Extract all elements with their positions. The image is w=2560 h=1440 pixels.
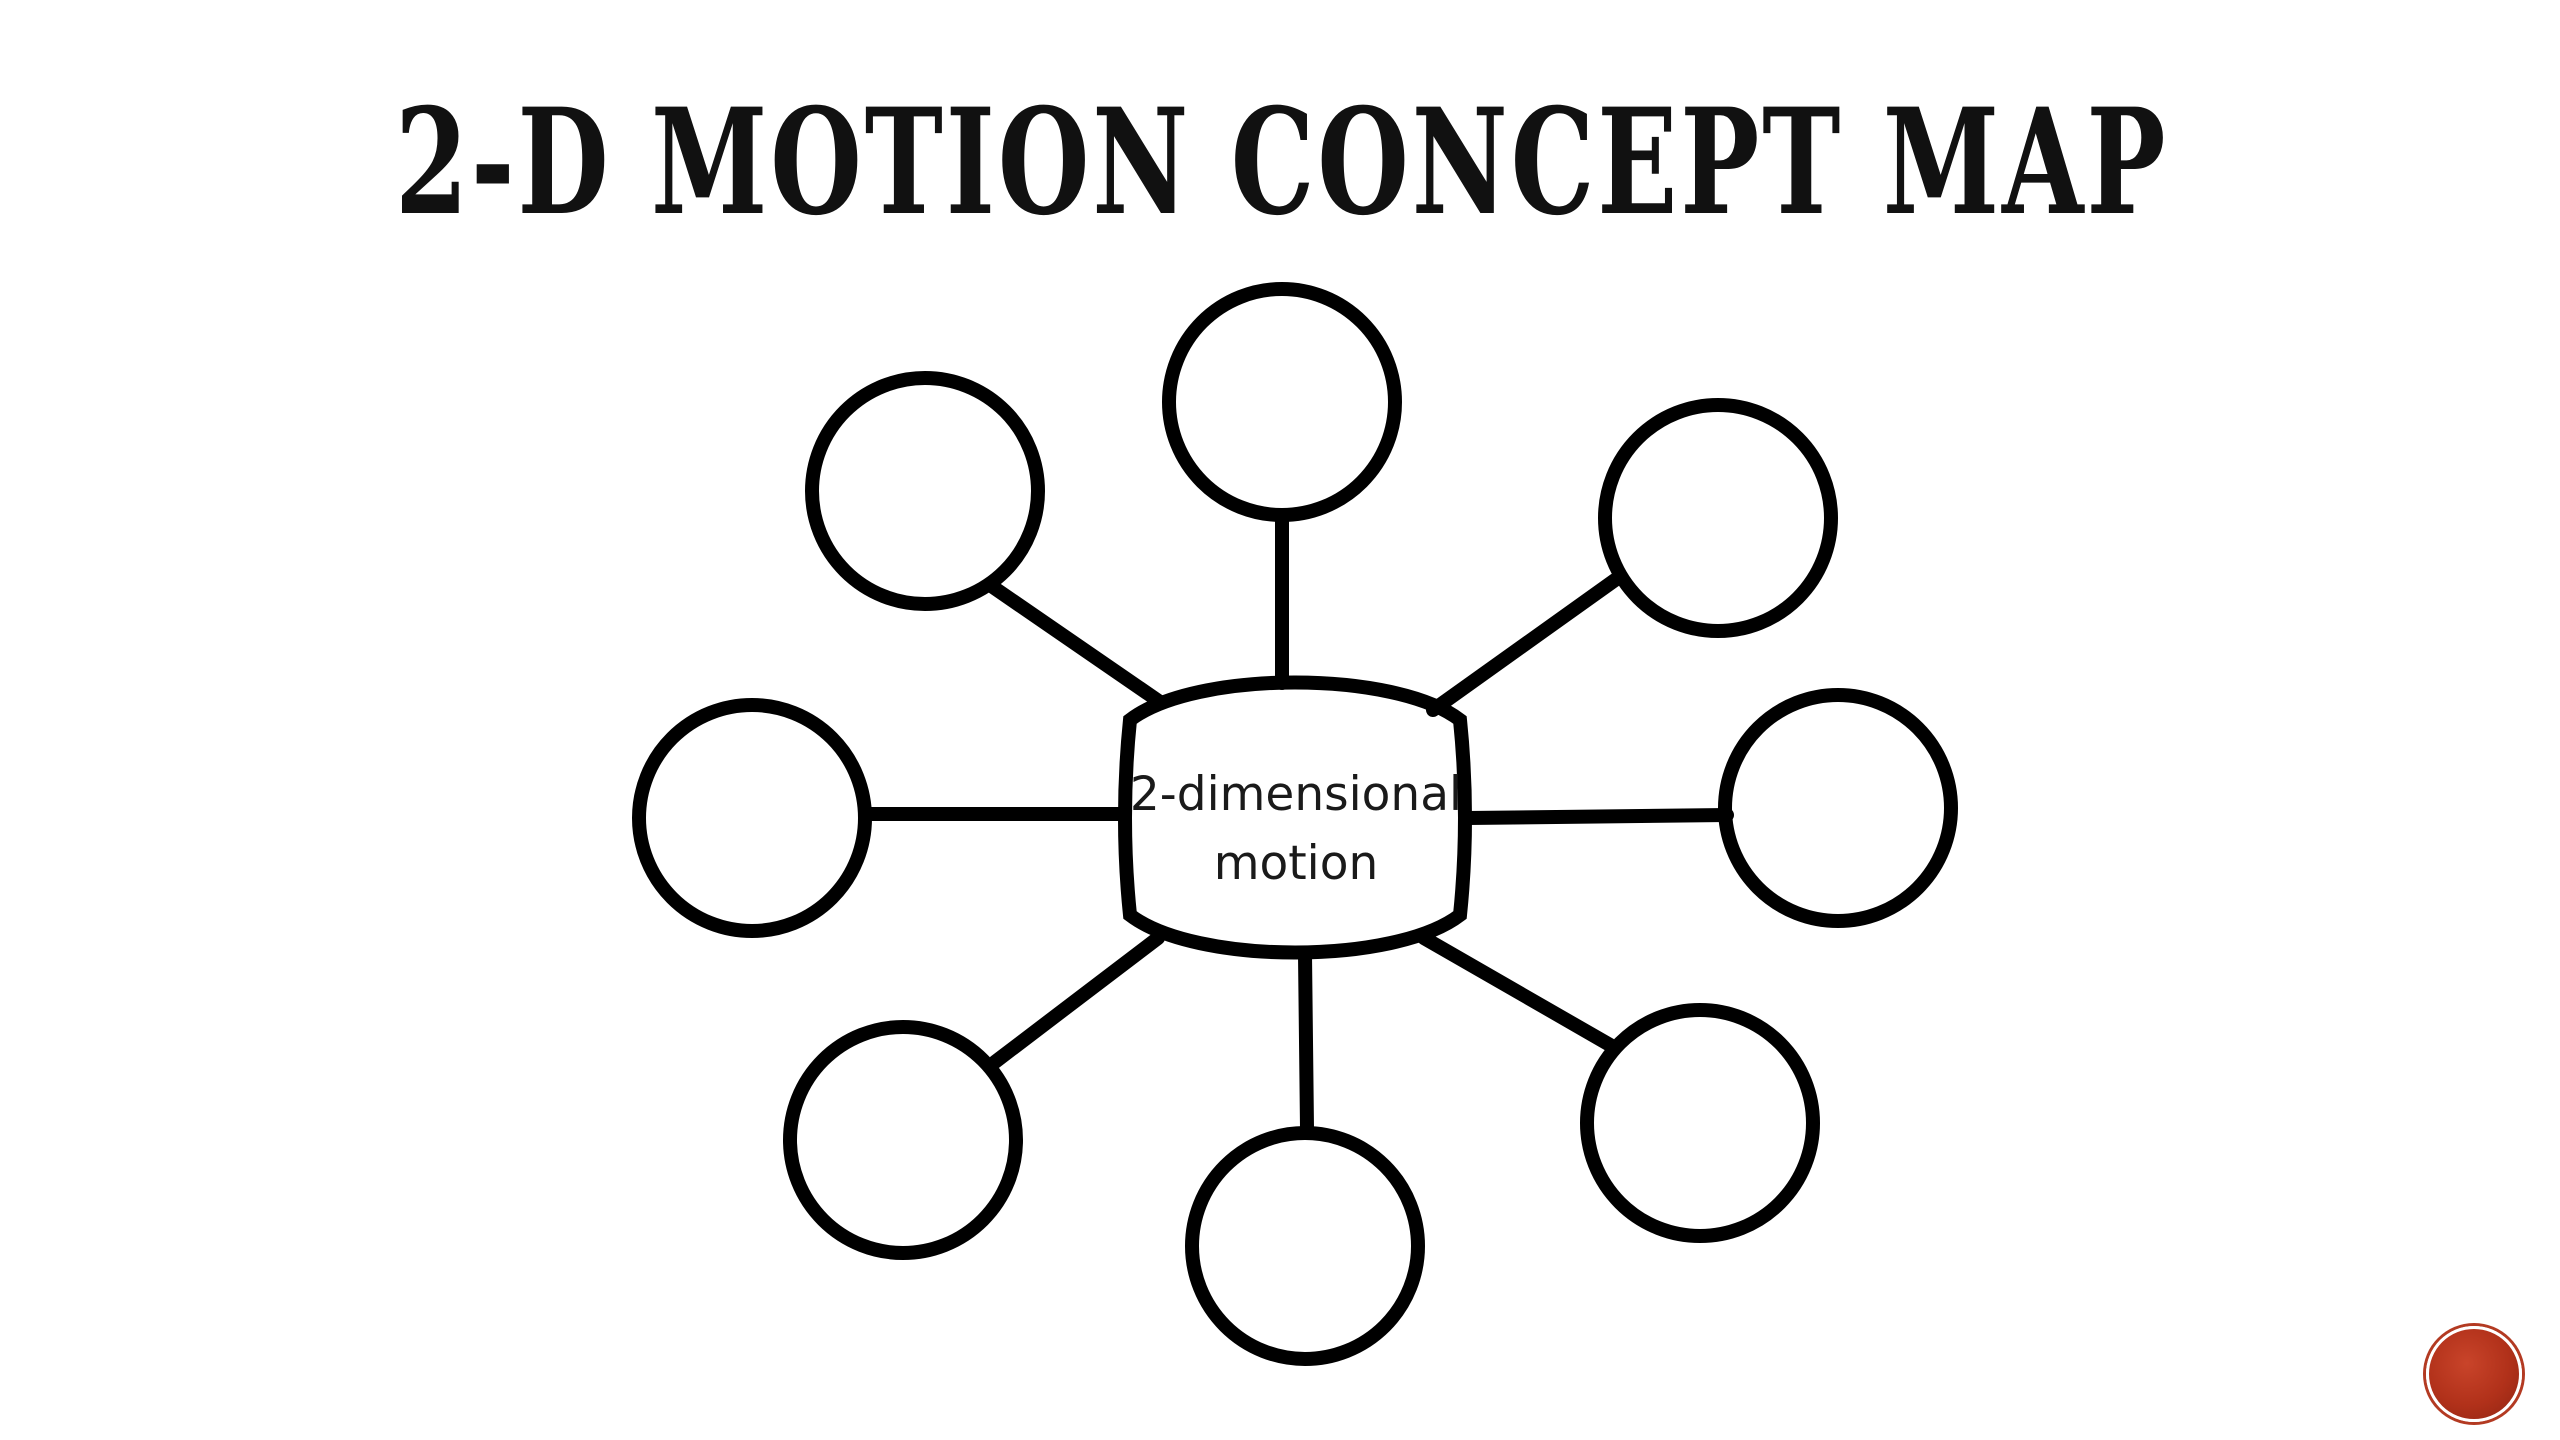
slide-title: 2-D MOTION CONCEPT MAP: [394, 77, 2169, 248]
connector-bottom-left: [988, 931, 1165, 1069]
connector-bottom: [1298, 948, 1314, 1135]
center-node-shape: [1118, 675, 1472, 960]
center-node-line-2: motion: [1213, 836, 1379, 891]
center-node-label: 2-dimensional motion: [1116, 760, 1476, 898]
concept-node-right[interactable]: [1718, 688, 1958, 928]
concept-node-bottom-left[interactable]: [783, 1020, 1023, 1260]
concept-node-bottom[interactable]: [1185, 1126, 1425, 1366]
connector-right: [1461, 808, 1734, 825]
connector-top-right: [1426, 573, 1622, 717]
concept-node-top-left[interactable]: [805, 371, 1045, 611]
concept-node-top-right[interactable]: [1598, 398, 1838, 638]
concept-node-bottom-right[interactable]: [1580, 1003, 1820, 1243]
connector-top-left: [983, 578, 1167, 709]
connector-bottom-right: [1417, 931, 1617, 1052]
concept-node-top[interactable]: [1162, 282, 1402, 522]
center-node-line-1: 2-dimensional: [1129, 767, 1463, 822]
concept-node-left[interactable]: [632, 698, 872, 938]
circle-badge-icon[interactable]: [2426, 1326, 2522, 1422]
